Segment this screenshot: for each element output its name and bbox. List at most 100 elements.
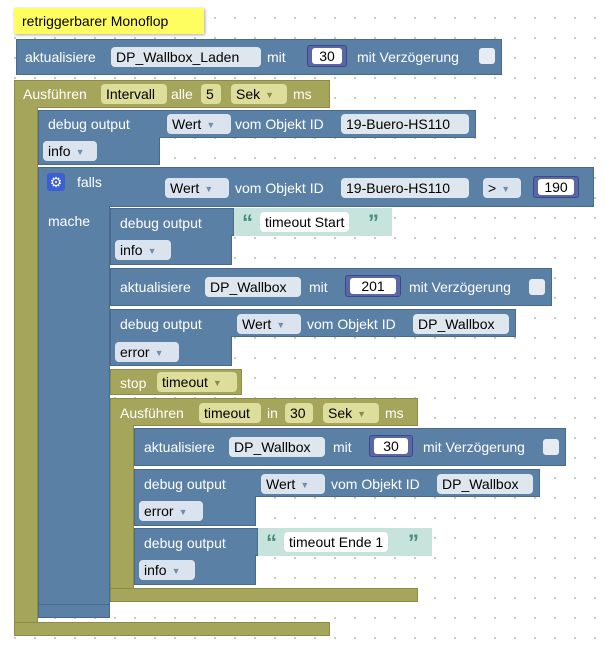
value-number[interactable]: 30 (312, 48, 342, 64)
level-dropdown[interactable]: info▼ (139, 560, 195, 580)
level-dropdown[interactable]: info▼ (43, 141, 97, 161)
level-dropdown[interactable]: info▼ (115, 240, 171, 260)
gear-icon[interactable]: ⚙ (47, 173, 65, 191)
update-block-wallbox-30[interactable]: aktualisiere DP_Wallbox mit 30 mit Verzö… (134, 428, 566, 466)
quote-open-icon: “ (266, 530, 277, 555)
interval-block[interactable]: Ausführen Intervall alle 5 Sek▼ ms (14, 80, 330, 108)
target-field[interactable]: DP_Wallbox (229, 437, 325, 457)
prop-dropdown[interactable]: Wert▼ (261, 474, 325, 494)
chevron-down-icon: ▼ (171, 566, 181, 576)
in-label: in (267, 405, 278, 421)
target-field[interactable]: DP_Wallbox_Laden (111, 47, 261, 67)
interval-bottom-bar (14, 622, 330, 636)
debug-block-1-level-row: info▼ (38, 137, 160, 165)
prop-dropdown[interactable]: Wert▼ (237, 314, 301, 334)
quote-close-icon: ” (408, 530, 419, 555)
debug-block-1[interactable]: debug output Wert▼ vom Objekt ID 19-Buer… (38, 110, 476, 138)
value-number-block[interactable]: 201 (345, 275, 401, 297)
prop-dropdown[interactable]: Wert▼ (165, 178, 229, 198)
level-dropdown[interactable]: error▼ (115, 342, 179, 362)
string-field[interactable]: timeout Ende 1 (284, 532, 389, 552)
chevron-down-icon: ▼ (357, 409, 367, 419)
if-block[interactable]: ⚙ falls Wert▼ vom Objekt ID 19-Buero-HS1… (38, 167, 594, 207)
delay-checkbox[interactable] (479, 48, 495, 64)
chevron-down-icon: ▼ (178, 507, 188, 517)
string-field[interactable]: timeout Start (260, 212, 350, 232)
debug-label: debug output (48, 116, 130, 132)
string-block[interactable]: “ timeout Start ” (234, 208, 392, 236)
chevron-down-icon: ▼ (147, 246, 157, 256)
vom-label: vom Objekt ID (307, 316, 396, 332)
alle-label: alle (171, 86, 193, 102)
timeout-block[interactable]: Ausführen timeout in 30 Sek▼ ms (110, 398, 418, 426)
object-id-field[interactable]: DP_Wallbox (437, 474, 533, 494)
stop-timeout-block[interactable]: stop timeout▼ (110, 369, 242, 395)
interval-value[interactable]: 5 (201, 84, 221, 104)
interval-left-arm (14, 107, 38, 623)
debug-block-2[interactable]: debug output (110, 208, 234, 236)
chevron-down-icon: ▼ (265, 90, 275, 100)
debug-block-4[interactable]: debug output Wert▼ vom Objekt ID DP_Wall… (134, 469, 540, 497)
quote-open-icon: “ (242, 210, 253, 235)
debug-block-3[interactable]: debug output Wert▼ vom Objekt ID DP_Wall… (110, 309, 516, 337)
chevron-down-icon: ▼ (154, 348, 164, 358)
comment-bubble[interactable]: retriggerbarer Monoflop (14, 8, 204, 34)
timeout-name-field[interactable]: timeout (199, 403, 261, 423)
update-block-wallbox-201[interactable]: aktualisiere DP_Wallbox mit 201 mit Verz… (110, 268, 552, 306)
do-label: mache (48, 213, 91, 229)
update-label: aktualisiere (144, 439, 215, 455)
level-dropdown[interactable]: error▼ (139, 501, 203, 521)
debug-label: debug output (120, 316, 202, 332)
object-id-field[interactable]: 19-Buero-HS110 (341, 178, 469, 198)
delay-checkbox[interactable] (529, 279, 545, 295)
delay-label: mit Verzögerung (423, 439, 525, 455)
vom-label: vom Objekt ID (235, 116, 324, 132)
value-number-block[interactable]: 30 (369, 435, 413, 457)
chevron-down-icon: ▼ (300, 480, 310, 490)
update-block-wallbox-laden[interactable]: aktualisiere DP_Wallbox_Laden mit 30 mit… (16, 39, 502, 75)
if-bottom-bar (38, 604, 110, 618)
update-label: aktualisiere (120, 279, 191, 295)
chevron-down-icon: ▼ (212, 378, 222, 388)
mit-label: mit (267, 49, 286, 65)
chevron-down-icon: ▼ (276, 320, 286, 330)
interval-mode-dropdown[interactable]: Intervall (101, 84, 167, 104)
debug-block-2-level-row: info▼ (110, 235, 232, 265)
timeout-left-arm (110, 425, 134, 591)
value-number[interactable]: 30 (374, 438, 408, 454)
target-field[interactable]: DP_Wallbox (205, 277, 301, 297)
compare-number-block[interactable]: 190 (533, 176, 579, 198)
prop-dropdown[interactable]: Wert▼ (167, 114, 231, 134)
vom-label: vom Objekt ID (235, 180, 324, 196)
timeout-bottom-bar (110, 588, 418, 602)
delay-label: mit Verzögerung (357, 49, 459, 65)
mit-label: mit (309, 279, 328, 295)
chevron-down-icon: ▼ (206, 120, 216, 130)
if-label: falls (77, 174, 102, 190)
object-id-field[interactable]: DP_Wallbox (413, 314, 509, 334)
timeout-value[interactable]: 30 (285, 403, 313, 423)
value-number-block[interactable]: 30 (307, 45, 347, 67)
if-left-arm: mache (38, 206, 110, 618)
string-block[interactable]: “ timeout Ende 1 ” (258, 528, 432, 556)
delay-checkbox[interactable] (543, 439, 559, 455)
value-number[interactable]: 201 (350, 278, 396, 294)
interval-label: Ausführen (23, 86, 87, 102)
operator-dropdown[interactable]: >▼ (483, 178, 521, 198)
debug-label: debug output (120, 215, 202, 231)
chevron-down-icon: ▼ (75, 147, 85, 157)
ms-label: ms (385, 405, 404, 421)
interval-unit-dropdown[interactable]: Sek▼ (231, 84, 287, 104)
debug-block-5-level-row: info▼ (134, 555, 256, 585)
timeout-name-dropdown[interactable]: timeout▼ (157, 372, 237, 392)
object-id-field[interactable]: 19-Buero-HS110 (341, 114, 469, 134)
debug-label: debug output (144, 535, 226, 551)
comment-text: retriggerbarer Monoflop (22, 13, 169, 29)
compare-number[interactable]: 190 (538, 179, 574, 195)
chevron-down-icon: ▼ (501, 184, 511, 194)
debug-block-5[interactable]: debug output (134, 528, 258, 556)
vom-label: vom Objekt ID (331, 476, 420, 492)
update-label: aktualisiere (25, 49, 96, 65)
timeout-unit-dropdown[interactable]: Sek▼ (323, 403, 379, 423)
